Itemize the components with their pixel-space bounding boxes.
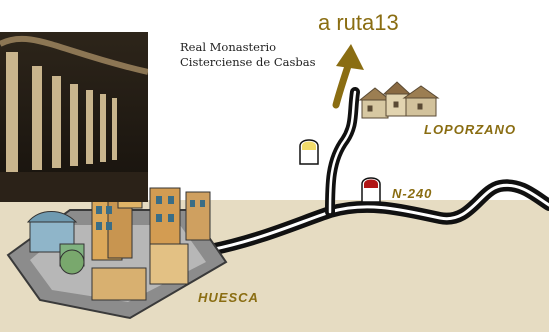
route-label: a ruta13: [318, 10, 399, 35]
local-road-marker-icon: [299, 139, 319, 165]
road-network: [204, 87, 549, 256]
n240-road-label: N-240: [392, 186, 433, 201]
monastery-label: Real Monasterio Cisterciense de Casbas: [180, 40, 316, 70]
main-road-center: [208, 183, 549, 252]
monastery-label-line1: Real Monasterio: [180, 40, 277, 54]
direction-arrow-icon: [332, 44, 364, 109]
branch-road: [325, 87, 360, 217]
huesca-city-illustration: [6, 177, 228, 320]
cloister-photo-graphic: [0, 32, 148, 202]
national-road-marker-icon: [361, 177, 381, 203]
monastery-cloister-photo: [0, 32, 148, 202]
huesca-label: HUESCA: [198, 290, 259, 305]
loporzano-label: LOPORZANO: [424, 122, 517, 137]
branch-road-center: [328, 90, 357, 214]
monastery-label-line2: Cisterciense de Casbas: [180, 55, 316, 69]
loporzano-village-illustration: [358, 81, 440, 119]
